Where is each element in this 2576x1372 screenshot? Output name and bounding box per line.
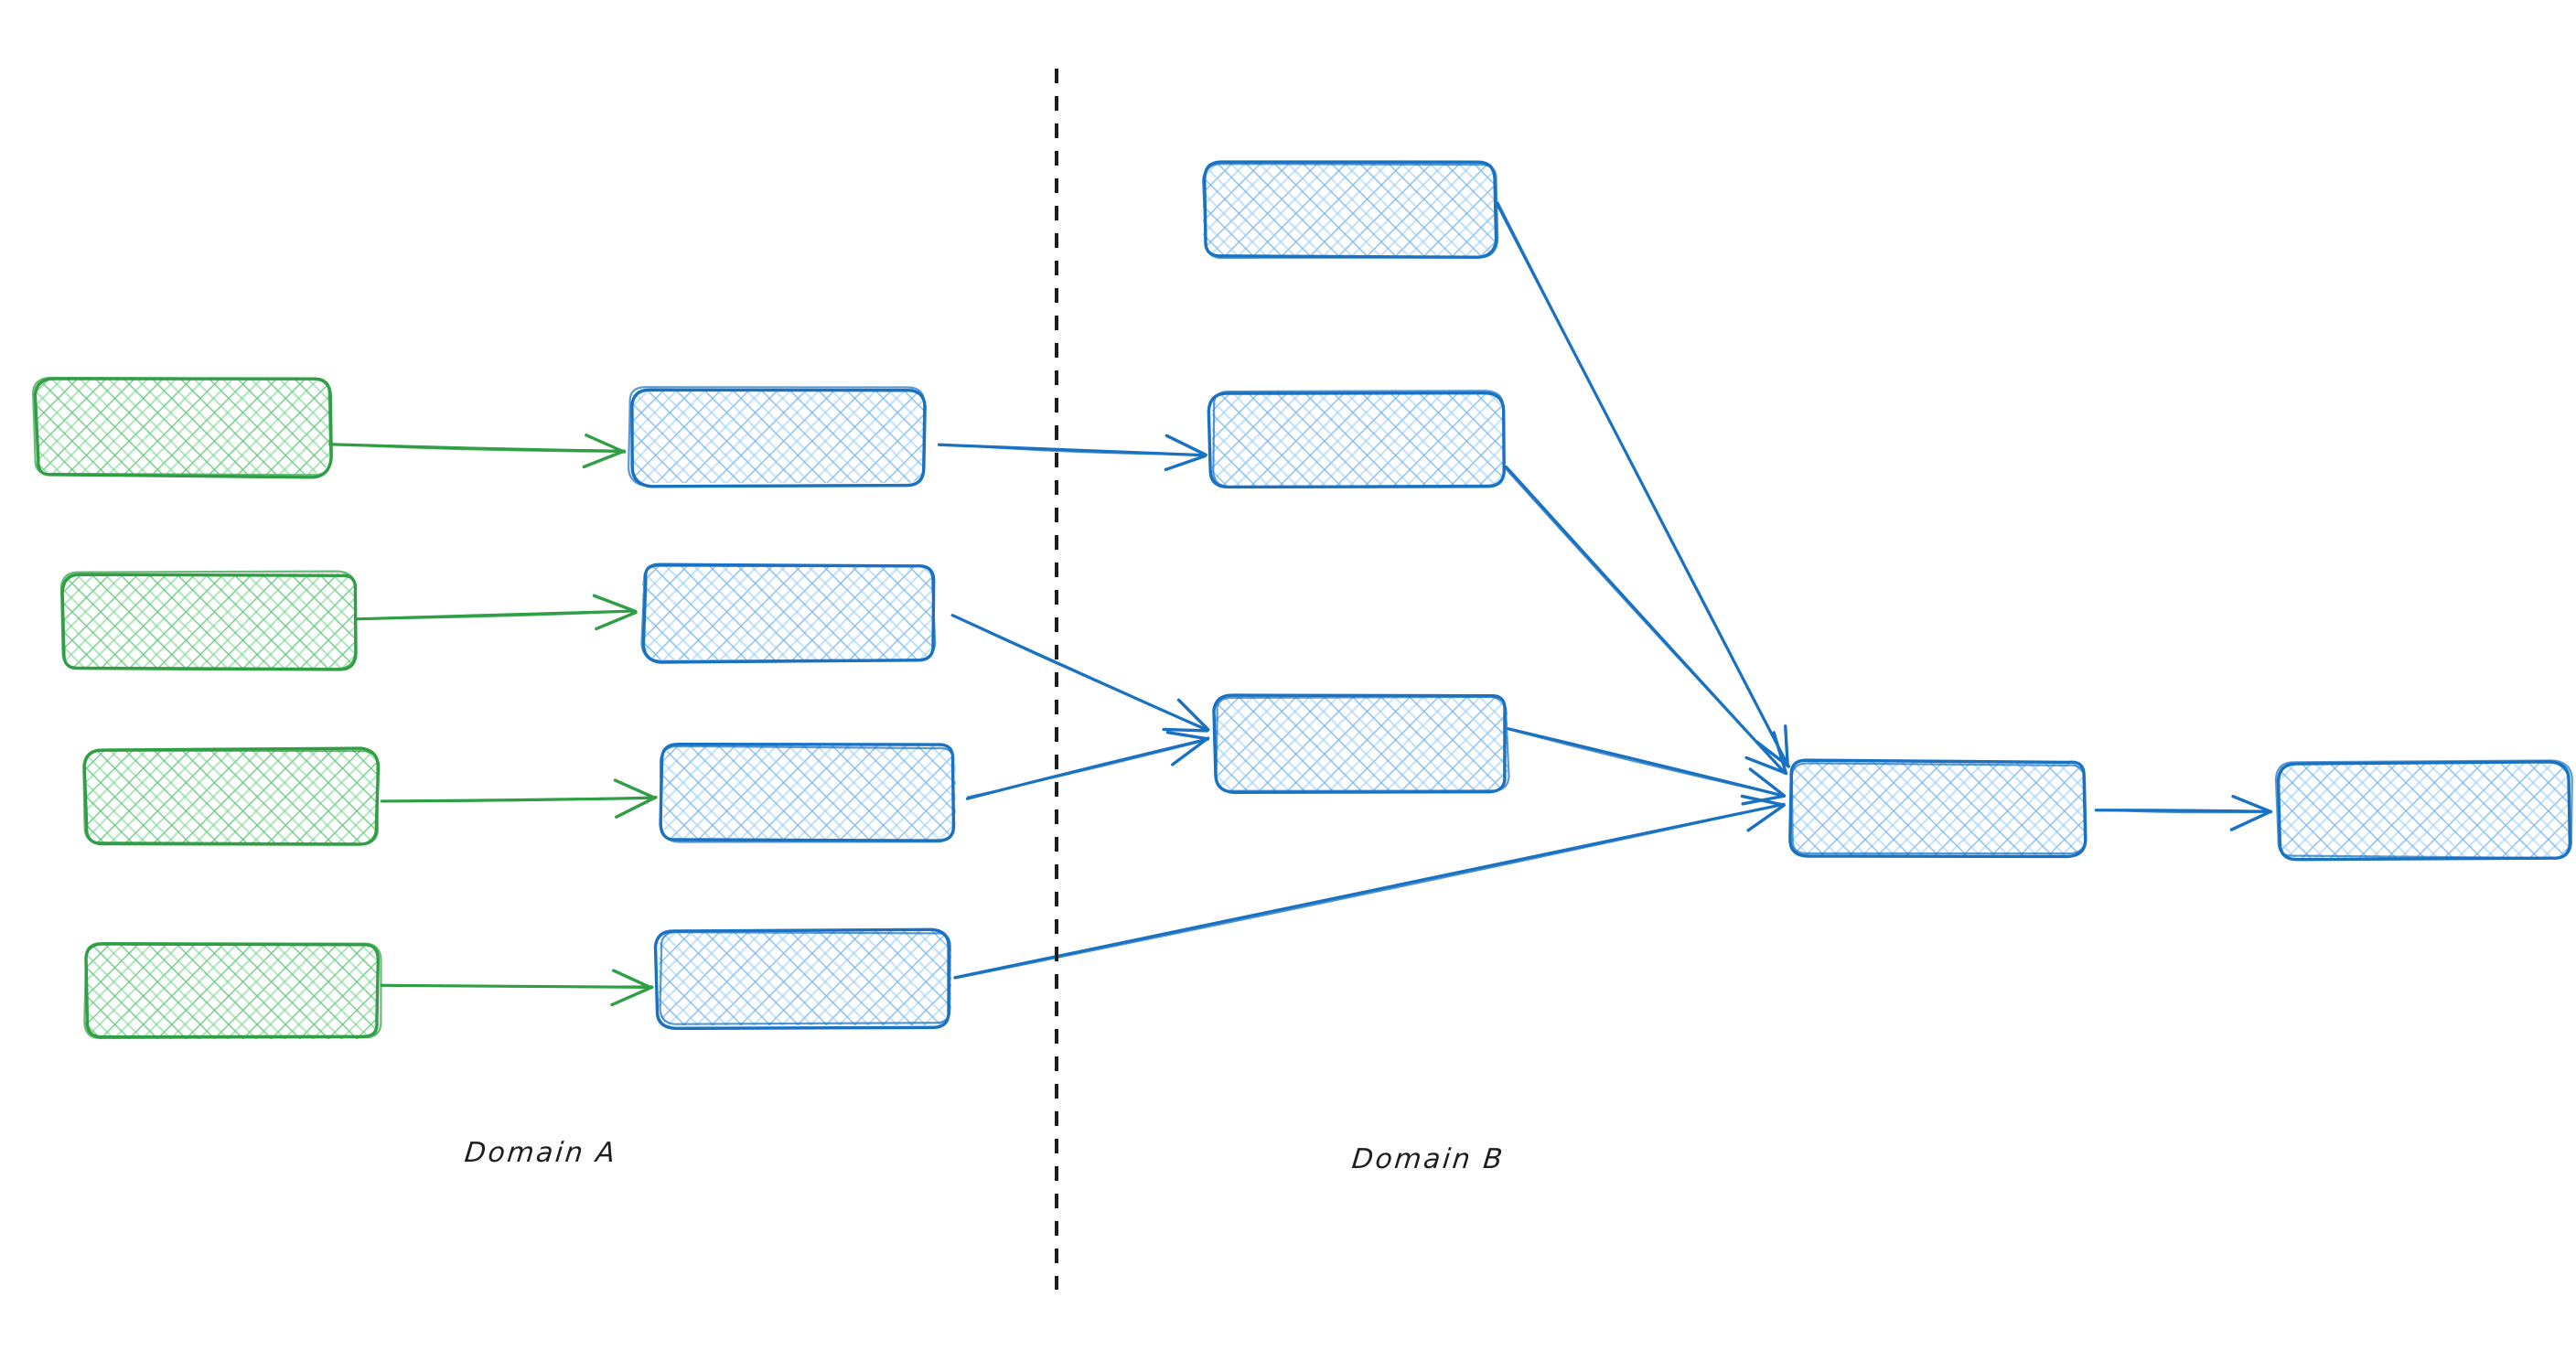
edge-line — [955, 803, 1785, 980]
arrowhead-barb — [1784, 724, 1789, 768]
node-fill — [62, 573, 355, 668]
edge-line — [950, 614, 1208, 731]
arrowhead-barb — [1744, 756, 1788, 776]
edge-line — [2094, 809, 2271, 814]
node-outline — [640, 564, 937, 662]
node-fill — [85, 945, 378, 1039]
node-a1[interactable] — [31, 376, 333, 479]
arrowhead-barb — [615, 795, 658, 819]
arrowhead-barb — [2231, 794, 2273, 814]
edge-line — [380, 796, 657, 802]
edge-line — [966, 738, 1208, 799]
edge-line — [355, 610, 637, 620]
edge-line — [381, 983, 652, 988]
arrowhead-barb — [585, 434, 627, 454]
arrowhead-barb — [582, 449, 626, 469]
node-outline — [659, 745, 955, 843]
node-fill — [1203, 162, 1496, 256]
arrowhead-barb — [1165, 730, 1210, 741]
arrowhead-barb — [1162, 727, 1209, 733]
edge-line — [1505, 467, 1787, 775]
edge-line — [1497, 201, 1789, 767]
node-outline — [1207, 391, 1506, 489]
node-fill — [37, 380, 329, 474]
node-outline — [1790, 762, 2088, 855]
node-a4[interactable] — [83, 942, 382, 1040]
arrowhead-barb — [595, 610, 638, 631]
arrowhead-barb — [2229, 809, 2272, 831]
edge-c2-to-hub[interactable] — [1504, 465, 1788, 776]
node-outline — [59, 570, 357, 670]
node-c3[interactable] — [1212, 693, 1510, 794]
node-c1[interactable] — [1201, 160, 1499, 260]
node-b3[interactable] — [659, 742, 956, 843]
edge-line — [953, 802, 1786, 980]
edge-line — [330, 443, 626, 453]
nodes-layer — [31, 160, 2573, 1040]
node-outline — [659, 931, 951, 1025]
node-a3[interactable] — [82, 746, 381, 846]
edge-b4-to-hub[interactable] — [953, 794, 1786, 980]
edge-a3-to-b3[interactable] — [380, 778, 658, 819]
arrowhead-barb — [1748, 767, 1786, 798]
arrowhead-barb — [592, 594, 638, 614]
edge-line — [1508, 728, 1785, 797]
edge-a2-to-b2[interactable] — [354, 594, 638, 631]
node-fill — [663, 745, 956, 840]
arrowhead-barb — [1176, 698, 1210, 732]
node-outline — [1212, 390, 1506, 488]
arrowhead-barb — [1746, 803, 1786, 832]
arrowhead-barb — [610, 985, 654, 1007]
domain-a-label: Domain A — [463, 1137, 619, 1169]
edge-a1-to-b1[interactable] — [328, 434, 627, 469]
arrowhead-barb — [1165, 434, 1208, 457]
node-outline — [31, 376, 332, 477]
node-outline — [1201, 162, 1499, 260]
edge-b2-to-c3[interactable] — [950, 614, 1210, 733]
edge-a4-to-b4[interactable] — [380, 969, 654, 1007]
node-outline — [83, 942, 382, 1040]
node-hub[interactable] — [1788, 758, 2088, 859]
arrowhead-barb — [1171, 736, 1210, 766]
node-fill — [85, 750, 378, 844]
edge-c3-to-hub[interactable] — [1507, 727, 1787, 806]
node-fill — [1215, 697, 1508, 791]
node-fill — [642, 565, 935, 659]
node-fill — [1791, 762, 2084, 856]
node-outline — [1215, 695, 1510, 792]
arrowhead-barb — [1772, 731, 1787, 775]
node-b2[interactable] — [640, 563, 937, 664]
node-outline — [1788, 758, 2088, 859]
edge-c1-to-hub[interactable] — [1495, 201, 1791, 768]
node-fill — [659, 931, 951, 1025]
node-c2[interactable] — [1207, 390, 1506, 489]
domain-b-label: Domain B — [1350, 1143, 1507, 1175]
node-outline — [628, 386, 926, 488]
edge-b3-to-c3[interactable] — [965, 730, 1210, 800]
arrowhead-barb — [612, 969, 653, 990]
edges-layer — [328, 201, 2273, 1007]
node-outline — [82, 749, 379, 845]
node-b4[interactable] — [653, 927, 951, 1031]
arrowhead-barb — [613, 778, 657, 800]
node-fill — [631, 389, 924, 483]
edge-b1-to-c2[interactable] — [937, 434, 1208, 472]
node-outline — [653, 927, 950, 1031]
edge-line — [939, 443, 1207, 456]
node-b1[interactable] — [628, 386, 927, 488]
node-a2[interactable] — [59, 570, 358, 671]
edge-hub-to-out[interactable] — [2094, 794, 2273, 831]
arrowhead-barb — [1164, 454, 1207, 472]
node-out[interactable] — [2274, 759, 2573, 862]
node-fill — [1212, 393, 1505, 488]
node-outline — [2274, 759, 2573, 860]
node-fill — [2278, 764, 2571, 858]
arrowhead-barb — [1741, 794, 1785, 806]
